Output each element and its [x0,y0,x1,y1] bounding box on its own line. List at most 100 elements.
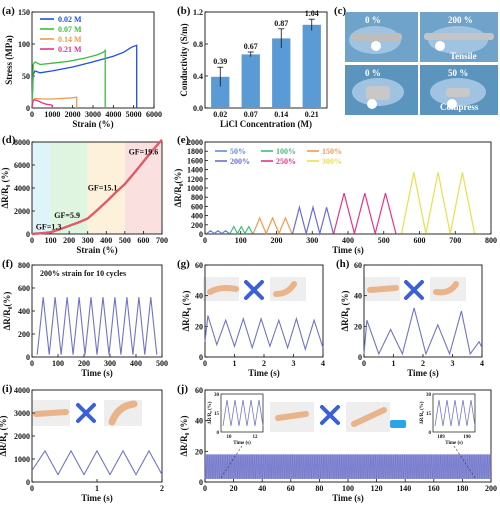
plot-frame-f [31,264,163,358]
y-tick-label: 1000 [187,184,203,193]
gauge-factor-annotation: GF=1.3 [36,222,62,231]
x-tick-label: 300 [104,359,116,368]
y-tick-label: 8000 [14,138,30,147]
inset-frame [220,393,264,433]
legend-entry: 0.02 M [58,15,82,24]
x-axis-label: Time (s) [81,493,113,503]
x-tick-label: 100 [45,236,57,245]
photo-label-compress-0: 0 % [365,68,381,78]
chart-title: 200% strain for 10 cycles [40,269,126,278]
y-tick-label: 100 [18,40,30,49]
y-tick-label: 1200 [187,175,203,184]
photo-compress-0: 0 % [345,65,418,115]
x-tick-label: 200 [271,236,283,245]
y-tick-label: 400 [191,212,203,221]
response-signal [31,449,163,476]
x-tick-label: 0 [30,110,34,119]
plot-frame-b [204,11,328,109]
x-tick-label: 0.14 [274,110,288,119]
x-tick-label: 400 [342,236,354,245]
x-tick-label: 400 [100,236,112,245]
x-tick-label: 1000 [44,110,60,119]
plot-frame-a [31,11,155,109]
x-tick-label: 100 [342,484,354,493]
y-axis-label: ΔR/R₀(%) [2,292,12,331]
region-band [50,142,88,234]
y-tick-label: 40 [195,292,203,301]
x-tick-label: 3 [451,359,455,368]
x-tick-label: 5000 [126,110,142,119]
x-tick-label: 1 [392,359,396,368]
cross-icon [404,280,424,300]
x-tick-label: 800 [485,236,497,245]
x-tick-label: 60 [287,484,295,493]
y-tick-label: 0 [199,230,203,239]
y-axis-label: Stress (MPa) [4,35,14,85]
x-axis-label: Time (s) [332,493,364,503]
x-tick-label: 80 [315,484,323,493]
y-tick-label: 0 [358,353,362,362]
legend-entry: 300% [322,157,342,166]
inset-x-label: Time (s) [445,441,463,446]
x-tick-label: 0 [203,359,207,368]
y-tick-label: 1000 [14,455,30,464]
legend-entry: 0.14 M [58,35,82,44]
x-tick-label: 0 [362,359,366,368]
series-line-3 [292,204,334,236]
x-axis-label: LiCl Concentration (M) [220,119,312,129]
panel-label-c: (c) [334,5,347,17]
x-tick-label: 600 [414,236,426,245]
series-line-0 [206,230,230,235]
x-tick-label: 0 [30,484,34,493]
series-line-2 [31,96,78,109]
x-tick-label: 500 [156,359,168,368]
y-tick-label: 400 [18,307,30,316]
gauge-factor-annotation: GF=5.9 [54,211,80,220]
series-line-0 [31,44,138,109]
legend-entry: 0.21 M [58,45,82,54]
cross-icon [76,403,96,423]
panel-label-a: (a) [2,5,15,17]
inset-x-label: Time (s) [233,441,251,446]
x-tick-label: 200 [63,236,75,245]
legend-entry: 50% [230,147,246,156]
y-tick-label: 600 [191,202,203,211]
inset-x-tick: 12 [253,435,259,440]
gauge-factor-annotation: GF=15.1 [88,183,118,192]
x-axis-label: Time (s) [248,368,280,378]
y-tick-label: 200 [191,221,203,230]
y-tick-label: 50 [22,72,30,81]
series-line-3 [31,98,53,109]
inset-x-tick: 190 [463,435,471,440]
x-tick-label: 500 [378,236,390,245]
y-axis-label: ΔR/R₀ (%) [181,290,191,331]
y-tick-label: 0 [26,104,30,113]
y-tick-label: 60 [195,386,203,395]
series-line-5 [401,172,476,234]
x-tick-label: 0 [203,484,207,493]
y-axis-label: ΔR/R₀ (%) [179,415,189,456]
mouse-icon [390,420,406,428]
inset-y-tick: 15 [426,412,432,417]
legend-entry: 200% [230,157,250,166]
y-tick-label: 4000 [14,386,30,395]
y-tick-label: 6000 [14,161,30,170]
panel-h-icons [364,277,466,301]
x-tick-label: 120 [371,484,383,493]
y-tick-label: 2000 [187,138,203,147]
y-axis-label: Conductivity (S/m) [179,23,189,96]
legend-entry: 0.07 M [58,25,82,34]
y-axis-label: ΔR/R₀(%) [173,169,183,208]
y-tick-label: 20 [354,322,362,331]
panel-label-i: (i) [2,383,13,395]
x-tick-label: 0.02 [213,110,227,119]
caption-compress: Compress [440,102,479,112]
